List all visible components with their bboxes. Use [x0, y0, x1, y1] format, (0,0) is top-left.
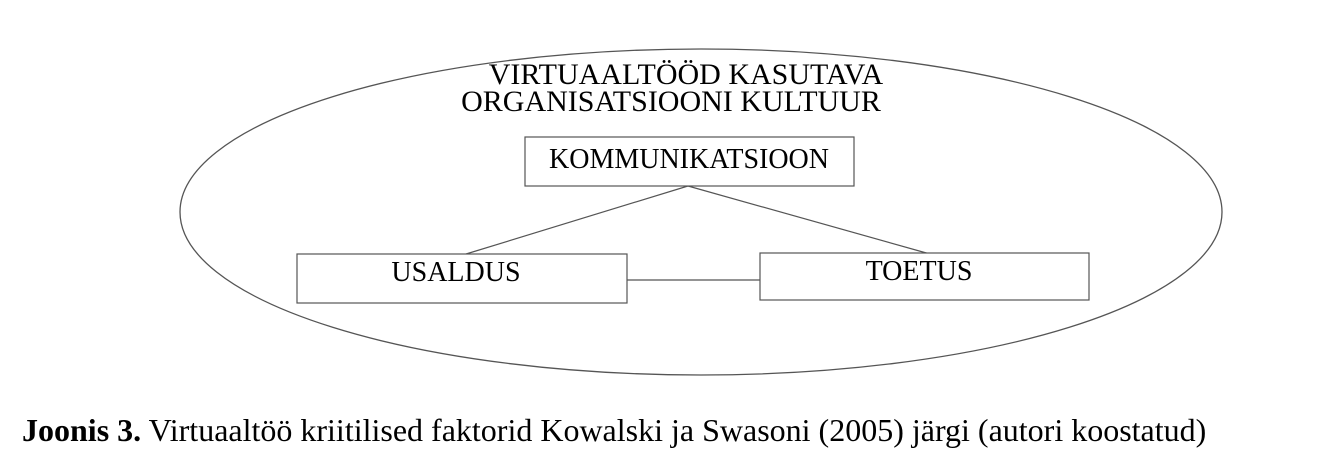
support-node: TOETUS	[759, 252, 1090, 301]
figure-caption-label: Joonis 3.	[22, 412, 142, 448]
culture-title-line2: ORGANISATSIOONI KULTUUR	[461, 85, 881, 118]
figure-caption-text: Virtuaaltöö kriitilised faktorid Kowalsk…	[141, 412, 1207, 448]
support-box	[759, 252, 1090, 301]
communication-box	[524, 136, 855, 187]
communication-label: KOMMUNIKATSIOON	[549, 144, 829, 175]
connector-communication-trust	[465, 185, 689, 255]
culture-ellipse	[179, 48, 1223, 376]
figure-caption: Joonis 3. Virtuaaltöö kriitilised faktor…	[22, 412, 1206, 448]
trust-label: USALDUS	[391, 257, 520, 288]
connector-communication-support	[687, 185, 931, 255]
trust-box	[296, 253, 628, 304]
communication-node: KOMMUNIKATSIOON	[524, 136, 855, 187]
trust-node: USALDUS	[296, 253, 628, 304]
support-label: TOETUS	[866, 256, 973, 287]
culture-title-line1: VIRTUAALTÖÖD KASUTAVA	[489, 58, 884, 91]
